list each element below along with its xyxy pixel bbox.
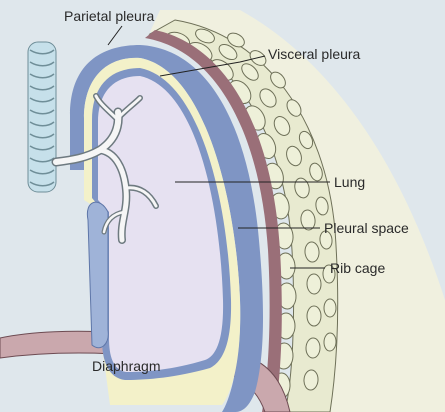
rib-segment — [307, 306, 321, 326]
rib-segment — [324, 333, 337, 351]
rib-segment — [324, 299, 336, 317]
label-parietal-pleura: Parietal pleura — [64, 8, 154, 24]
label-lung: Lung — [334, 174, 365, 190]
trachea — [28, 42, 56, 192]
label-visceral-pleura: Visceral pleura — [268, 46, 360, 62]
rib-segment — [306, 338, 321, 358]
leader-parietal-pleura — [108, 26, 122, 45]
label-rib-cage: Rib cage — [330, 260, 385, 276]
label-pleural-space: Pleural space — [324, 220, 409, 236]
label-diaphragm: Diaphragm — [92, 358, 160, 374]
rib-segment — [307, 274, 322, 294]
